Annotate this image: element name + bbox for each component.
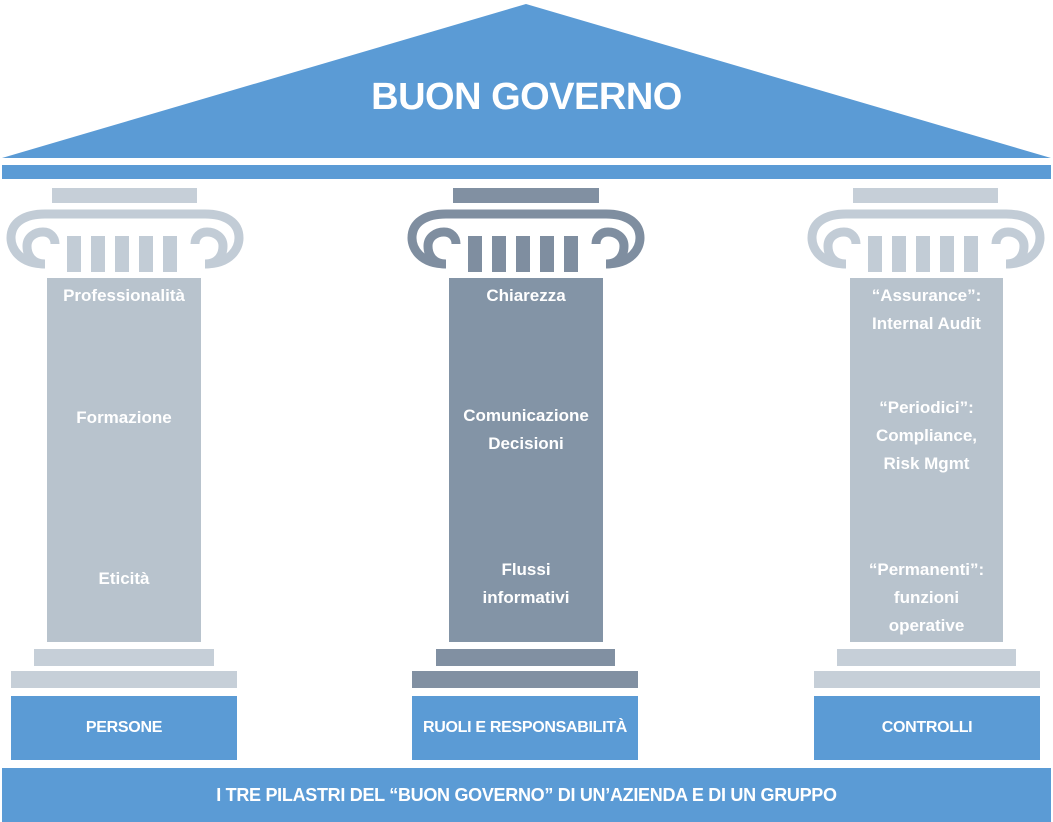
pillar-3-capital-icon xyxy=(807,209,1045,272)
roof-title: BUON GOVERNO xyxy=(371,76,682,118)
pillar-3-abacus xyxy=(853,188,998,203)
pillar-1-plinth xyxy=(34,649,214,666)
pillar-1-item-formazione: Formazione xyxy=(76,408,172,427)
pillar-3-item-assurance: “Assurance”: xyxy=(871,286,982,305)
pillar-2-abacus xyxy=(453,188,599,203)
foundation-banner: I TRE PILASTRI DEL “BUON GOVERNO” DI UN’… xyxy=(2,768,1051,822)
pillar-3-item-risk-mgmt: Risk Mgmt xyxy=(883,454,970,473)
pillar-2-item-informativi: informativi xyxy=(482,588,570,607)
pillar-3-item-periodici: “Periodici”: xyxy=(879,398,974,417)
pillar-3-base xyxy=(814,671,1040,688)
pillar-1-shaft: Professionalità Formazione Eticità xyxy=(47,278,201,642)
pillar-1-capital-icon xyxy=(6,209,244,272)
pillar-2-label: RUOLI E RESPONSABILITÀ xyxy=(412,696,638,760)
pillar-2-item-decisioni: Decisioni xyxy=(488,434,564,453)
pillar-2-base xyxy=(412,671,638,688)
pillar-1-item-professionalita: Professionalità xyxy=(63,286,185,305)
pillar-3-plinth xyxy=(837,649,1016,666)
pillar-2-item-flussi: Flussi xyxy=(501,560,551,579)
pillar-2-item-comunicazione: Comunicazione xyxy=(463,406,589,425)
pillar-2-capital-icon xyxy=(407,209,645,272)
pillar-3-item-operative: operative xyxy=(888,616,965,635)
entablature-beam xyxy=(2,165,1051,179)
pillar-3-item-permanenti: “Permanenti”: xyxy=(868,560,985,579)
pillar-2-item-chiarezza: Chiarezza xyxy=(486,286,566,305)
pillar-3-shaft: “Assurance”: Internal Audit “Periodici”:… xyxy=(850,278,1003,642)
pillar-3-label: CONTROLLI xyxy=(814,696,1040,760)
pillar-1-item-eticita: Eticità xyxy=(98,569,150,588)
roof-pediment xyxy=(2,4,1051,158)
pillar-2-shaft: Chiarezza Comunicazione Decisioni Flussi… xyxy=(449,278,603,642)
pillar-3-item-compliance: Compliance, xyxy=(875,426,978,445)
pillar-1-abacus xyxy=(52,188,197,203)
pillar-1-base xyxy=(11,671,237,688)
pillar-3-item-funzioni: funzioni xyxy=(893,588,960,607)
pillar-1-label: PERSONE xyxy=(11,696,237,760)
pillar-2-plinth xyxy=(436,649,615,666)
pillar-3-item-internal-audit: Internal Audit xyxy=(872,314,981,333)
